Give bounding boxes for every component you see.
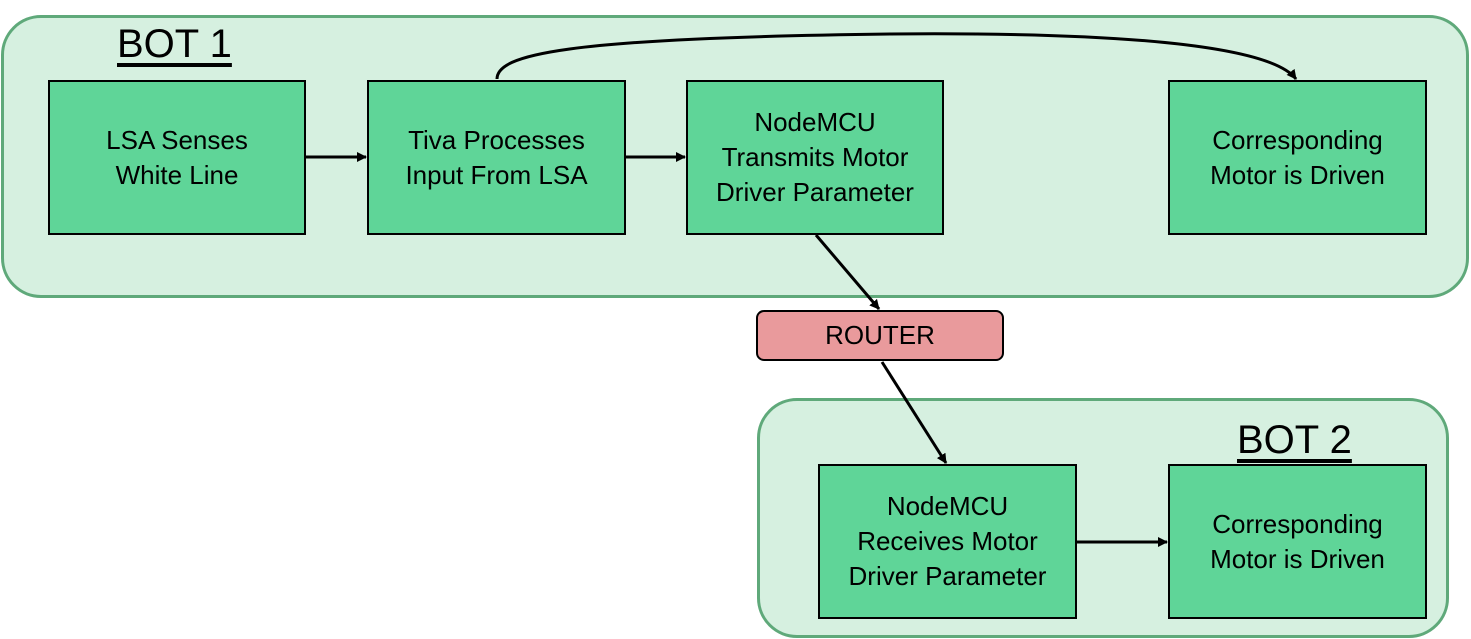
tiva-processes-label: Tiva Processes Input From LSA	[405, 124, 588, 190]
router-box: ROUTER	[756, 310, 1004, 361]
bot2-motor-driven-label: Corresponding Motor is Driven	[1210, 508, 1385, 574]
nodemcu-receives-label: NodeMCU Receives Motor Driver Parameter	[848, 491, 1047, 591]
router-label: ROUTER	[825, 320, 935, 350]
bot1-motor-driven-box: Corresponding Motor is Driven	[1168, 80, 1427, 235]
bot2-motor-driven-box: Corresponding Motor is Driven	[1168, 464, 1427, 619]
bot1-title: BOT 1	[117, 22, 232, 66]
nodemcu-receives-box: NodeMCU Receives Motor Driver Parameter	[818, 464, 1077, 619]
lsa-senses-label: LSA Senses White Line	[106, 124, 248, 190]
tiva-processes-box: Tiva Processes Input From LSA	[367, 80, 626, 235]
bot2-title: BOT 2	[1237, 418, 1352, 462]
nodemcu-transmits-label: NodeMCU Transmits Motor Driver Parameter	[716, 107, 914, 207]
nodemcu-transmits-box: NodeMCU Transmits Motor Driver Parameter	[686, 80, 944, 235]
lsa-senses-box: LSA Senses White Line	[48, 80, 306, 235]
bot1-motor-driven-label: Corresponding Motor is Driven	[1210, 124, 1385, 190]
